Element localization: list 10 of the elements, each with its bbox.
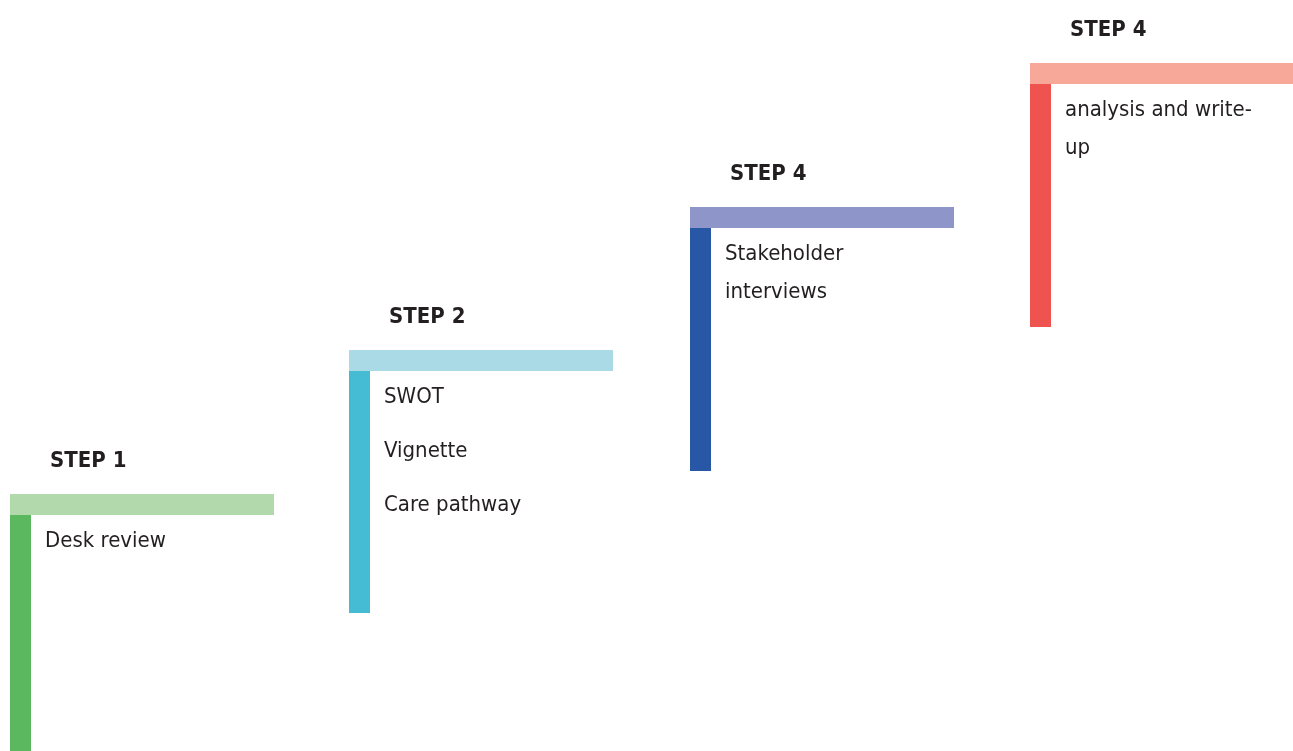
step-activity-text: Stakeholder interviews bbox=[725, 239, 845, 305]
step-activity-text: Vignette bbox=[384, 436, 469, 464]
step-heading: STEP 4 bbox=[730, 160, 807, 185]
step-activity-text: Care pathway bbox=[384, 490, 523, 518]
step-activity-text: Desk review bbox=[45, 526, 167, 554]
step-activity-text: analysis and write-up bbox=[1065, 95, 1253, 161]
step-heading: STEP 1 bbox=[50, 447, 127, 472]
step-activity-text: SWOT bbox=[384, 382, 445, 410]
step-heading: STEP 4 bbox=[1070, 16, 1147, 41]
step-heading: STEP 2 bbox=[389, 303, 466, 328]
